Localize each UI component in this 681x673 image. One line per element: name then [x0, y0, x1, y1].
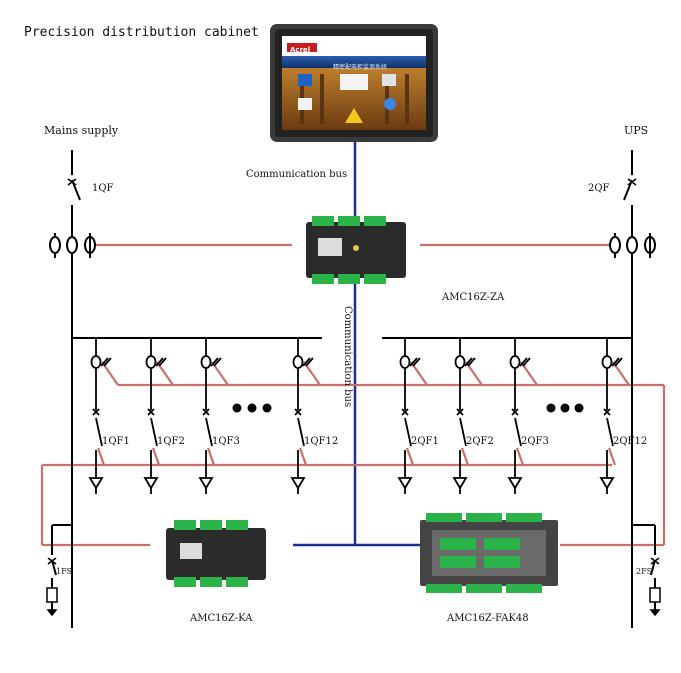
meter-ka-label: AMC16Z-KA	[190, 613, 253, 624]
breaker-blade-2qf1	[404, 417, 412, 447]
meter-fak-label: AMC16Z-FAK48	[447, 613, 529, 624]
breaker-blade-1qf1	[95, 417, 103, 447]
touch-screen-icon	[270, 24, 438, 142]
branch-label-1qf1: 1QF1	[102, 436, 130, 447]
circuit-breaker-icon	[456, 408, 464, 416]
branch-label-1qf2: 1QF2	[157, 436, 185, 447]
outlet-arrow-icon	[507, 477, 523, 490]
ct-hatch-icon	[210, 357, 222, 367]
ups-label: UPS	[624, 124, 649, 137]
ct-hatch-icon	[519, 357, 531, 367]
ct-hatch-icon	[409, 357, 421, 367]
ellipsis-icon	[232, 403, 584, 413]
breaker-2qf-label: 2QF	[588, 183, 610, 194]
branch-label-2qf3: 2QF3	[521, 436, 549, 447]
current-transformer-icon	[454, 355, 466, 369]
outlet-arrow-icon	[198, 477, 214, 490]
communication-bus-vertical-label: Communication bus	[342, 306, 353, 408]
current-transformer-icon	[601, 355, 613, 369]
breaker-blade-2qf12	[606, 417, 614, 447]
branch-label-2qf1: 2QF1	[411, 436, 439, 447]
circuit-breaker-icon	[511, 408, 519, 416]
circuit-breaker-icon	[47, 178, 660, 565]
circuit-breaker-icon	[92, 408, 100, 416]
mains-supply-label: Mains supply	[44, 124, 119, 137]
current-transformer-icon	[509, 355, 521, 369]
hmi-screen-title: 精密配电柜监测系统	[332, 64, 387, 71]
branch-label-2qf2: 2QF2	[466, 436, 494, 447]
circuit-breaker-icon	[294, 408, 302, 416]
breaker-blade-2qf2	[459, 417, 467, 447]
current-transformer-icon	[200, 355, 212, 369]
meter-za-label: AMC16Z-ZA	[442, 292, 505, 303]
outlet-arrow-icon	[599, 477, 615, 490]
fuse-1fs-label: 1FS	[56, 567, 73, 576]
outlet-arrow-icon	[88, 477, 104, 490]
current-transformer-icon	[145, 355, 157, 369]
fuse-2fs-label: 2FS	[636, 567, 653, 576]
breaker-1qf-label: 1QF	[92, 183, 114, 194]
fuse-icon	[46, 587, 661, 617]
circuit-breaker-icon	[603, 408, 611, 416]
current-transformer-icon	[292, 355, 304, 369]
ct-hatch-icon	[100, 357, 112, 367]
breaker-blade-1qf2	[150, 417, 158, 447]
ct-hatch-icon	[464, 357, 476, 367]
breaker-blade-1qf3	[205, 417, 213, 447]
current-transformer-icon	[399, 355, 411, 369]
ct-hatch-icon	[302, 357, 314, 367]
ct-hatch-icon	[155, 357, 167, 367]
current-transformer-icon	[49, 233, 656, 258]
branch-feeders	[88, 338, 623, 494]
outlet-arrow-icon	[290, 477, 306, 490]
branch-label-1qf12: 1QF12	[304, 436, 339, 447]
branch-label-2qf12: 2QF12	[613, 436, 648, 447]
breaker-blade-1qf12	[297, 417, 305, 447]
communication-bus-line	[293, 142, 420, 547]
current-transformer-icon	[90, 355, 102, 369]
ct-hatch-icon	[611, 357, 623, 367]
breaker-blade-2qf3	[514, 417, 522, 447]
outlet-arrow-icon	[452, 477, 468, 490]
signal-wiring	[40, 243, 666, 547]
outlet-arrow-icon	[397, 477, 413, 490]
diagram-title: Precision distribution cabinet	[24, 25, 259, 40]
communication-bus-label: Communication bus	[246, 169, 348, 180]
circuit-breaker-icon	[401, 408, 409, 416]
outlet-arrow-icon	[143, 477, 159, 490]
branch-label-1qf3: 1QF3	[212, 436, 240, 447]
hmi-logo-text: Acrel	[290, 46, 311, 54]
circuit-breaker-icon	[202, 408, 210, 416]
circuit-breaker-icon	[147, 408, 155, 416]
power-meter-icon	[166, 216, 558, 593]
